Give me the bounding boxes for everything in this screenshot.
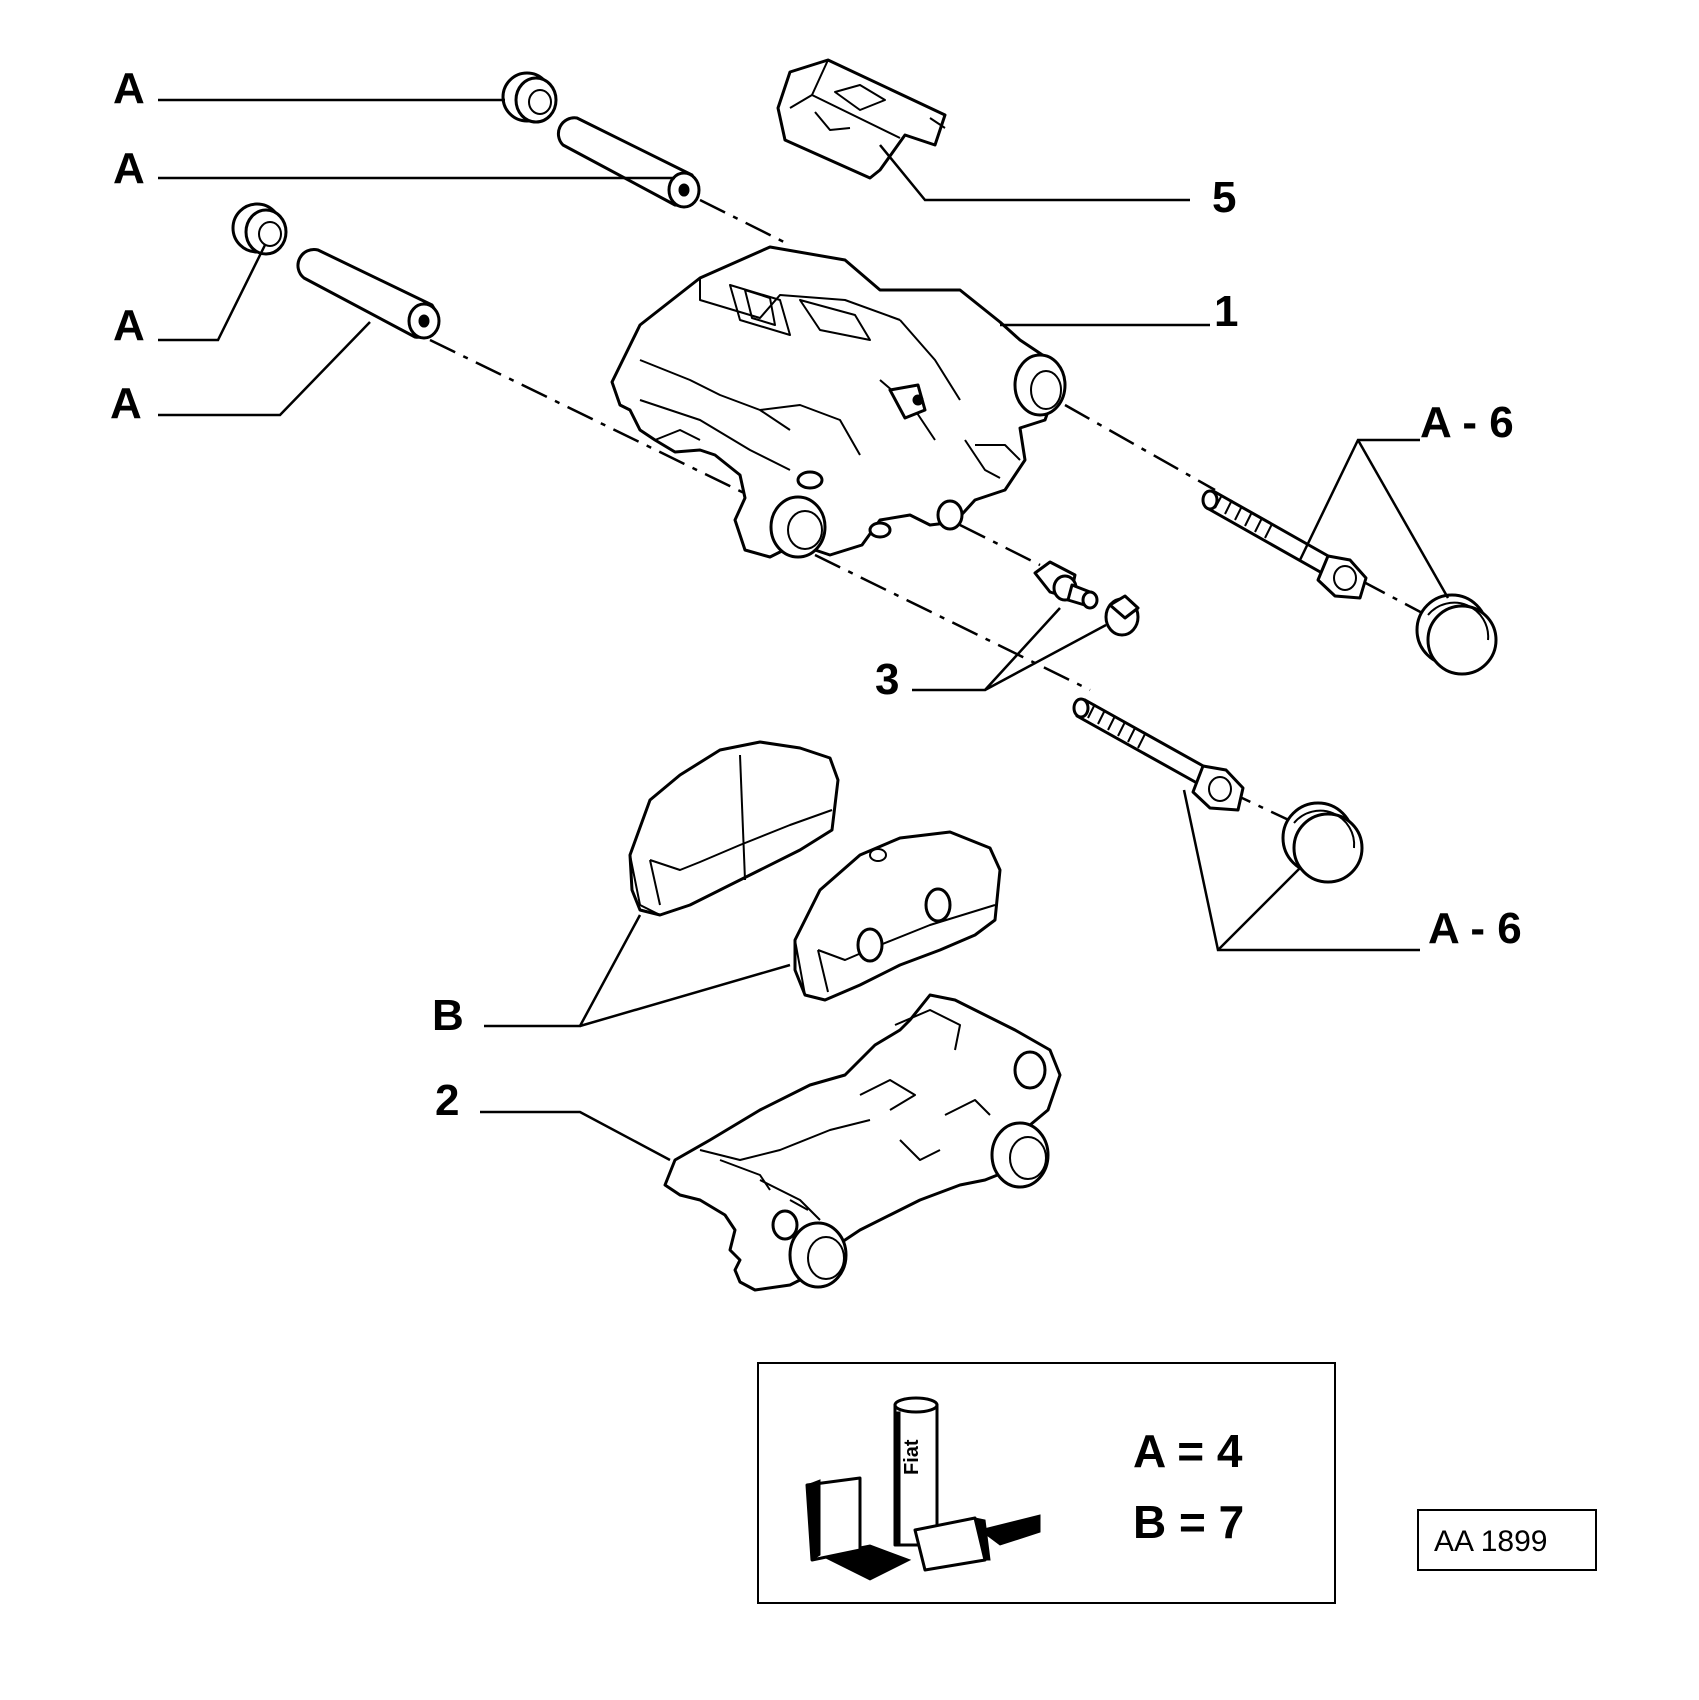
axis-upper-bolt-cap [1359, 578, 1446, 627]
axis-upper-pin [699, 198, 791, 247]
guide-bush-lower [231, 202, 288, 256]
axis-upper-bolt [1064, 403, 1216, 492]
bleeder-screw [1033, 560, 1099, 610]
callout-a-pin-upper: A [113, 144, 145, 193]
bolt-cap-upper [1415, 593, 1498, 676]
callout-labels: A A A A 5 1 A - 6 3 A - 6 B 2 [110, 64, 1522, 1125]
guide-bolt-lower [1072, 697, 1245, 812]
callout-a-pin-lower: A [110, 379, 142, 428]
guide-bush-upper [501, 71, 558, 124]
guide-pin-upper [556, 116, 701, 209]
reference-code-box: AA 1899 [1417, 1509, 1597, 1571]
guide-bolt-upper [1201, 489, 1368, 600]
caliper-body [610, 245, 1067, 559]
bleeder-cap [1104, 594, 1140, 637]
callout-a6-lower: A - 6 [1428, 904, 1522, 953]
anti-rattle-clip [776, 58, 947, 180]
callout-a-bush-upper: A [113, 64, 145, 113]
kit-line-b: B = 7 [1133, 1496, 1244, 1548]
callout-2-carrier: 2 [435, 1076, 459, 1125]
caliper-carrier-bracket [663, 993, 1062, 1292]
callout-3-bleeder: 3 [875, 655, 899, 704]
kit-legend: Fiat A = 4 B = 7 [757, 1362, 1336, 1604]
callout-5-clip: 5 [1212, 173, 1236, 222]
kit-icon: Fiat [805, 1396, 1041, 1581]
axis-lower-bolt [814, 553, 1091, 692]
callout-a-bush-lower: A [113, 301, 145, 350]
axis-bleeder [959, 523, 1041, 567]
brake-pad-outer [628, 740, 840, 917]
bolt-cap-lower [1281, 801, 1364, 884]
callout-a6-upper: A - 6 [1420, 398, 1514, 447]
brake-pad-inner [793, 830, 1002, 1002]
callout-1-caliper: 1 [1214, 287, 1238, 336]
kit-line-a: A = 4 [1133, 1425, 1243, 1477]
guide-pin-lower [296, 248, 441, 340]
leader-lines [158, 98, 1450, 1162]
kit-logo-text: Fiat [901, 1439, 923, 1475]
callout-b-pads: B [432, 991, 464, 1040]
reference-code: AA 1899 [1434, 1525, 1547, 1558]
